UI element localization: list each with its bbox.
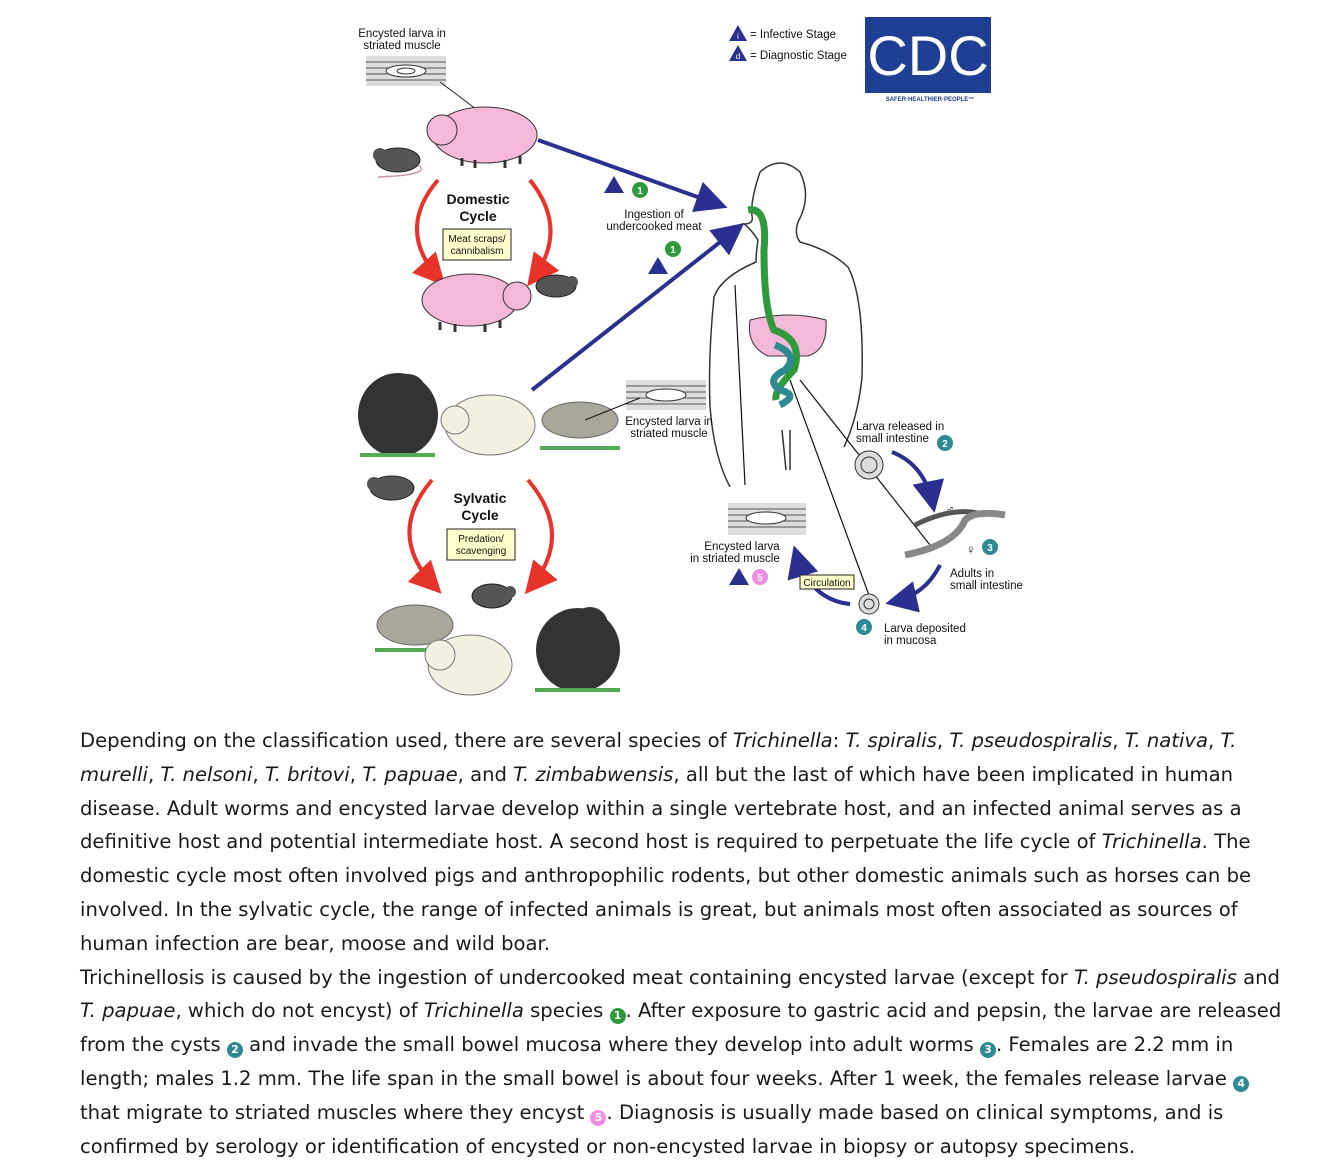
larva-released-label-2: small intestine	[856, 433, 929, 445]
diagnostic-stage-icon: d	[729, 45, 747, 61]
svg-text:1: 1	[670, 245, 676, 256]
black-bear-bottom-icon	[535, 607, 620, 692]
larva-deposited-label-2: in mucosa	[884, 635, 937, 647]
polar-bear-top-icon	[440, 394, 536, 456]
infective-stage-icon: i	[729, 25, 747, 41]
predation-label-1: Predation/	[458, 534, 504, 545]
meat-scraps-box	[442, 228, 512, 261]
step-2-badge	[937, 435, 953, 451]
svg-text:i: i	[737, 32, 739, 41]
paragraph-2: Trichinellosis is caused by the ingestio…	[80, 965, 1282, 1158]
ingestion-arrow-sylvatic	[530, 223, 745, 392]
step-4-badge	[856, 619, 872, 635]
encysted-low-label-1: Encysted larva	[704, 541, 780, 553]
sylvatic-cycle-arrow-right	[524, 478, 558, 595]
circulation-box	[799, 574, 855, 590]
sylvatic-cycle-label-1: Sylvatic	[454, 490, 507, 506]
rat-top-icon	[373, 147, 422, 178]
domestic-cycle-arrow-right	[527, 178, 560, 287]
arrow-released-to-adults	[891, 450, 944, 513]
paragraph-1: Depending on the classification used, th…	[80, 729, 1252, 955]
step-2-inline-badge: 2	[226, 1042, 243, 1059]
domestic-cycle-arrow-left	[412, 178, 446, 286]
svg-text:d: d	[736, 52, 740, 61]
digestive-tract-icon	[747, 206, 800, 401]
step-3-inline-badge: 3	[979, 1042, 996, 1059]
step-1-badge-a	[632, 182, 648, 198]
black-bear-top-icon	[358, 373, 438, 457]
sylvatic-cycle-arrow-left	[407, 478, 442, 594]
cdc-logo: CDC SAFER·HEALTHIER·PEOPLE™	[865, 17, 991, 103]
step-3-badge	[982, 539, 998, 555]
encysted-mid-label-2: striated muscle	[630, 428, 707, 440]
svg-text:2: 2	[942, 439, 948, 450]
meat-scraps-label-1: Meat scraps/	[448, 234, 505, 245]
svg-text:5: 5	[757, 573, 763, 584]
trichinella-life-cycle-diagram: i = Infective Stage d = Diagnostic Stage…	[358, 17, 1023, 696]
larva-released-label-1: Larva released in	[856, 421, 944, 433]
ingestion-label-1: Ingestion of	[624, 209, 684, 221]
sylvatic-cycle-label-2: Cycle	[461, 507, 499, 523]
predation-label-2: scavenging	[456, 546, 507, 557]
rat-sylvatic-bottom-icon	[471, 583, 516, 609]
diagnostic-stage-label: = Diagnostic Stage	[750, 50, 847, 62]
deposited-larva-icon	[858, 593, 880, 615]
infective-stage-label: = Infective Stage	[750, 29, 836, 41]
rat-mid-icon	[535, 274, 578, 298]
adult-worms-icon	[904, 509, 1006, 559]
diagnostic-stage-icon-5	[729, 568, 749, 585]
domestic-cycle-label-2: Cycle	[459, 208, 497, 224]
legend: i = Infective Stage d = Diagnostic Stage	[729, 25, 847, 62]
muscle-tissue-mid-icon	[626, 380, 706, 410]
step-1-inline-badge: 1	[609, 1008, 626, 1025]
article-body: Depending on the classification used, th…	[80, 724, 1295, 1163]
adults-label-2: small intestine	[950, 580, 1023, 592]
human-body-outline	[708, 162, 863, 488]
muscle-tissue-low-icon	[728, 503, 806, 535]
infective-stage-icon-1b	[648, 257, 668, 274]
rat-sylvatic-top-icon	[367, 475, 415, 501]
encysted-mid-label-1: Encysted larva in	[625, 416, 713, 428]
ingestion-label-2: undercooked meat	[606, 221, 702, 233]
step-5-inline-badge: 5	[590, 1109, 607, 1126]
step-1-badge-b	[665, 241, 681, 257]
encysted-top-label-2: striated muscle	[363, 40, 440, 52]
polar-bear-bottom-icon	[424, 634, 513, 696]
small-intestine-icon	[770, 341, 795, 409]
domestic-pig-top-icon	[426, 106, 538, 168]
encysted-top-label-1: Encysted larva in	[358, 28, 446, 40]
boar-top-icon	[540, 401, 620, 450]
svg-text:CDC: CDC	[867, 24, 988, 87]
meat-scraps-label-2: cannibalism	[451, 246, 504, 257]
step-5-badge	[752, 569, 768, 585]
svg-text:3: 3	[987, 543, 993, 554]
ingestion-arrow-domestic	[537, 138, 728, 212]
coiled-larva-icon	[854, 450, 884, 480]
muscle-tissue-top-icon	[366, 56, 446, 86]
larva-deposited-label-1: Larva deposited	[884, 623, 966, 635]
male-symbol: ♂	[945, 502, 955, 517]
step-4-inline-badge: 4	[1233, 1075, 1250, 1092]
arrow-adults-to-deposited	[885, 564, 942, 613]
domestic-pig-bottom-icon	[421, 273, 532, 332]
svg-text:4: 4	[861, 623, 867, 634]
adults-label-1: Adults in	[950, 568, 994, 580]
svg-text:SAFER·HEALTHIER·PEOPLE™: SAFER·HEALTHIER·PEOPLE™	[886, 96, 975, 103]
domestic-cycle-label-1: Domestic	[446, 191, 509, 207]
female-symbol: ♀	[966, 542, 976, 557]
encysted-low-label-2: in striated muscle	[690, 553, 779, 565]
circulation-label: Circulation	[803, 578, 850, 589]
infective-stage-icon-1a	[604, 176, 624, 193]
predation-box	[446, 528, 516, 561]
svg-text:1: 1	[637, 186, 643, 197]
